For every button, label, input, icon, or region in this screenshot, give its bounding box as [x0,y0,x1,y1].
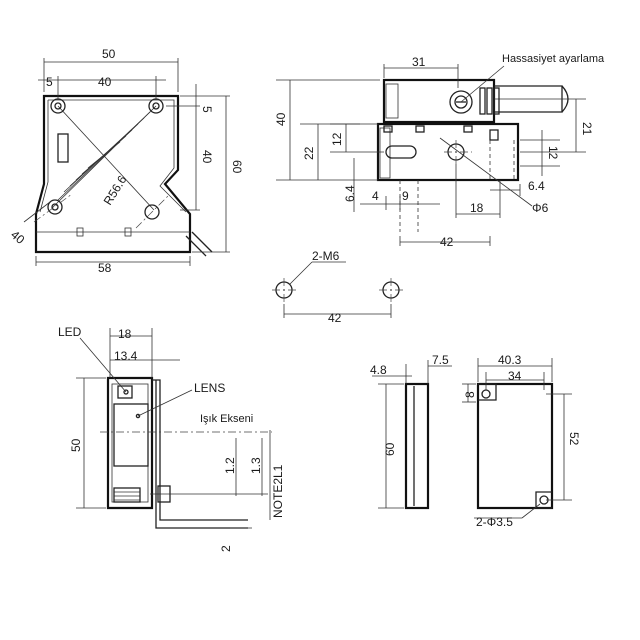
end-view: 18 13.4 LED LENS Işık Ekseni 50 1.2 1.3 … [58,325,285,552]
front-hole-bottom-right [144,204,160,220]
dim-plate-75: 7.5 [432,353,449,367]
dim-side-h64-right: 6.4 [528,179,545,193]
dim-side-h22: 22 [302,146,316,160]
dim-front-base: 58 [98,261,112,275]
led-label: LED [58,325,82,339]
dim-side-h18: 18 [470,201,484,215]
front-view: 50 5 40 5 40 60 58 R56.6 40 [8,47,244,275]
front-slot [57,133,69,163]
dim-front-inner: 40 [98,75,112,89]
dim-end-w18: 18 [118,327,132,341]
plate-view: 4.8 7.5 60 40.3 34 8 52 2-Φ3.5 [370,353,581,529]
dim-side-height: 40 [274,112,288,126]
front-hole-bottom-left [47,199,63,215]
side-slot [385,145,417,159]
dim-side-hole: Φ6 [532,201,549,215]
dim-side-width: 31 [412,55,426,69]
dim-side-h12-left: 12 [330,132,344,146]
note-label: NOTE2L1 [271,464,285,518]
dim-side-v64-left: 6.4 [343,185,357,202]
dim-side-h21: 21 [580,122,594,136]
dim-plate-holes: 2-Φ3.5 [476,515,513,529]
dim-end-w134: 13.4 [114,349,138,363]
front-body-outline [34,94,192,254]
dim-front-angle: 40 [8,228,27,248]
axis-label: Işık Ekseni [200,413,253,425]
dim-front-h-inner: 40 [200,150,214,164]
dim-end-13: 1.3 [249,457,263,474]
dim-plate-8: 8 [463,391,477,398]
dim-front-left: 5 [46,75,53,89]
led-leader [79,337,127,393]
dim-plate-60: 60 [383,442,397,456]
lens-label: LENS [194,381,225,395]
dim-front-top-right: 5 [200,106,214,113]
holes-label: 2-M6 [312,249,340,263]
dim-side-h9: 9 [402,189,409,203]
dim-side-base: 42 [440,235,454,249]
lens-window [113,403,149,467]
led-dot [123,389,129,395]
lens-leader [137,389,193,417]
plate-body [476,382,554,510]
holes-spacing: 42 [328,311,342,325]
dim-front-width: 50 [102,47,116,61]
plate-side-strip [404,382,430,510]
dim-front-height: 60 [230,160,244,174]
dim-side-h12-right: 12 [546,146,560,160]
dim-plate-48: 4.8 [370,363,387,377]
beam-fan [51,105,157,211]
mounting-holes: 2-M6 42 [272,249,403,325]
adjust-knob [449,90,473,114]
dim-plate-403: 40.3 [498,353,522,367]
end-bracket [152,379,248,521]
adjust-label: Hassasiyet ayarlama [502,53,605,65]
side-head [382,78,496,124]
dim-side-h4: 4 [372,189,379,203]
dim-end-12: 1.2 [223,457,237,474]
dim-plate-52: 52 [567,432,581,446]
end-body-outline [106,376,154,510]
dim-end-2: 2 [219,545,233,552]
dim-end-h50: 50 [69,438,83,452]
adjust-leader [460,65,505,103]
dim-plate-34: 34 [508,369,522,383]
side-view: 31 Hassasiyet ayarlama 40 22 12 6.4 4 9 … [274,53,605,249]
